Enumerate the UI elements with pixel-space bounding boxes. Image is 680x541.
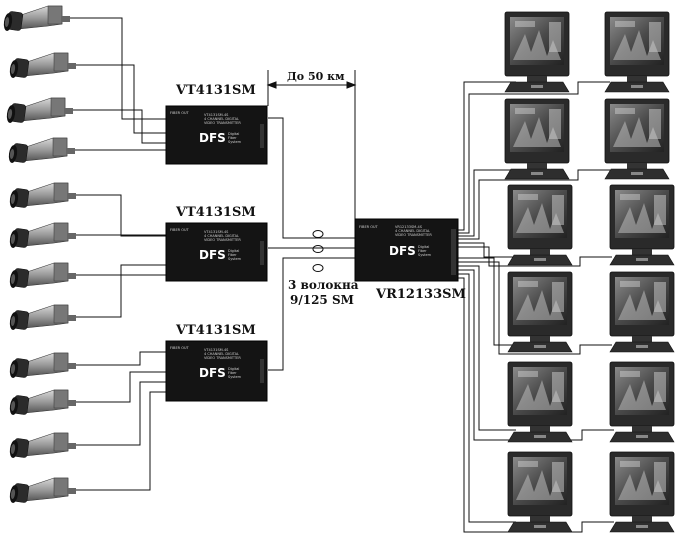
device-desc: VIDEO TRANSMITTER [204, 238, 241, 242]
monitor [507, 184, 573, 266]
fiber-links [268, 117, 355, 371]
monitor [507, 361, 573, 443]
port-label: FIBER OUT [170, 111, 190, 115]
camera-cable [74, 194, 167, 237]
camera [8, 389, 77, 416]
device-model: VT4131SM-4S [204, 230, 229, 234]
monitor [609, 361, 675, 443]
monitor-cable [458, 273, 516, 523]
camera-group [2, 5, 77, 504]
camera [8, 262, 77, 289]
camera [8, 432, 77, 459]
brand-line: System [418, 253, 432, 257]
camera-cables [70, 17, 168, 491]
brand-line: System [228, 375, 242, 379]
camera-cable [74, 351, 167, 366]
device-model: VT4131SM-4S [204, 348, 229, 352]
camera-cable [74, 381, 167, 446]
camera [8, 304, 77, 331]
device-model: VR12133SM-4S [395, 225, 423, 229]
camera-cable [72, 109, 167, 144]
distance-dimension [266, 70, 357, 222]
transmitter: FIBER OUT VT4131SM-4S 4 CHANNEL DIGITAL … [165, 222, 268, 282]
monitor-cable [458, 246, 612, 267]
transmitter-label: VT4131SM [175, 83, 256, 98]
monitor-cable [458, 257, 516, 346]
transmitter: FIBER OUT VT4131SM-4S 4 CHANNEL DIGITAL … [165, 105, 268, 165]
brand-line: System [228, 140, 242, 144]
camera [5, 97, 74, 124]
monitor [604, 98, 670, 180]
port-label: FIBER OUT [170, 228, 190, 232]
device-desc: VIDEO TRANSMITTER [204, 121, 241, 125]
monitor [609, 271, 675, 353]
brand-logo: DFS [199, 366, 226, 380]
brand-line: Digital [228, 249, 239, 253]
fiber-label-line1: 3 волокна [288, 278, 359, 292]
monitor [507, 451, 573, 533]
brand-line: Fiber [418, 249, 427, 253]
camera [8, 222, 77, 249]
monitor-cable [458, 81, 516, 231]
camera-cable [70, 17, 167, 120]
brand-logo: DFS [199, 131, 226, 145]
camera [8, 352, 77, 379]
camera-cable [75, 64, 167, 134]
camera [2, 5, 71, 32]
monitor [504, 98, 570, 180]
device-desc: 4 CHANNEL DIGITAL [204, 352, 239, 356]
fiber-coil [312, 264, 324, 272]
brand-logo: DFS [389, 244, 416, 258]
monitor [507, 271, 573, 353]
brand-line: Digital [228, 367, 239, 371]
camera-cable [74, 264, 167, 318]
camera-cable [74, 371, 167, 403]
device-desc: 4 CHANNEL DIGITAL [204, 117, 239, 121]
port-label: FIBER OUT [170, 346, 190, 350]
camera [8, 477, 77, 504]
transmitter: FIBER OUT VT4131SM-4S 4 CHANNEL DIGITAL … [165, 340, 268, 402]
monitor-cable [458, 261, 612, 355]
transmitter-label: VT4131SM [175, 205, 256, 220]
device-desc: VIDEO TRANSMITTER [395, 233, 432, 237]
fiber-link [268, 257, 355, 371]
fiber-coil [312, 245, 324, 253]
fiber-label-line2: 9/125 SM [290, 293, 354, 307]
monitor [604, 11, 670, 93]
receiver-label: VR12133SM [375, 287, 466, 302]
device-desc: 4 CHANNEL DIGITAL [395, 229, 430, 233]
fiber-link [268, 117, 355, 239]
camera [7, 137, 76, 164]
brand-line: Fiber [228, 253, 237, 257]
transmitter-label: VT4131SM [175, 323, 256, 338]
brand-line: Digital [228, 132, 239, 136]
monitor [609, 451, 675, 533]
monitor-group [504, 11, 675, 533]
brand-line: System [228, 257, 242, 261]
brand-line: Fiber [228, 136, 237, 140]
camera-cable [74, 391, 167, 491]
receiver: FIBER OUT VR12133SM-4S 4 CHANNEL DIGITAL… [354, 218, 459, 282]
device-model: VT4131SM-4S [204, 113, 229, 117]
brand-line: Digital [418, 245, 429, 249]
monitor-cable [458, 265, 516, 431]
brand-logo: DFS [199, 248, 226, 262]
device-desc: VIDEO TRANSMITTER [204, 356, 241, 360]
monitor-cable [458, 81, 610, 234]
port-label: FIBER OUT [359, 225, 379, 229]
monitor-cable [458, 242, 516, 258]
camera [8, 52, 77, 79]
distance-label: До 50 км [287, 70, 345, 83]
monitor [609, 184, 675, 266]
brand-line: Fiber [228, 371, 237, 375]
fiber-coil [312, 230, 324, 238]
camera [8, 182, 77, 209]
monitor [504, 11, 570, 93]
monitor-cable [458, 169, 516, 237]
device-desc: 4 CHANNEL DIGITAL [204, 234, 239, 238]
monitor-cable [458, 169, 610, 240]
